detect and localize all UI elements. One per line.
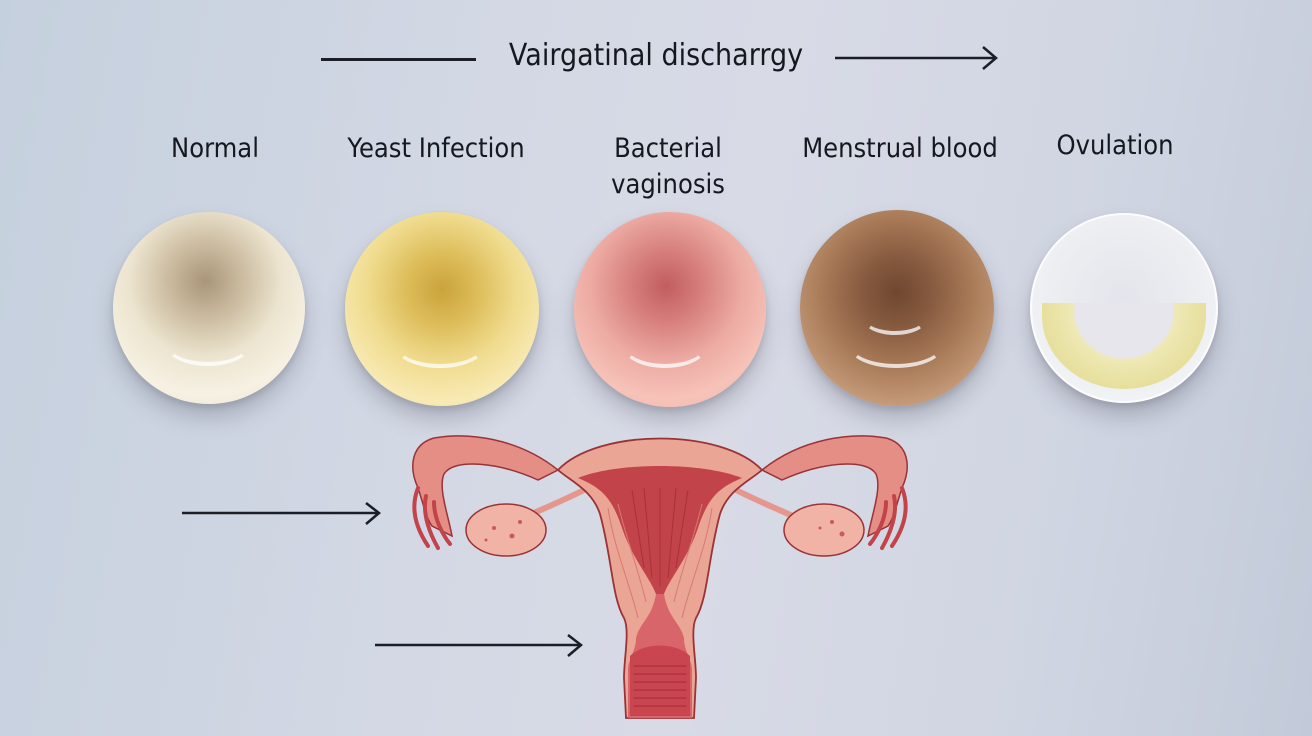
sample-yeast-infection xyxy=(345,212,539,406)
label-yeast-infection: Yeast Infection xyxy=(347,133,525,164)
sample-menstrual-blood xyxy=(800,210,994,406)
label-menstrual-blood: Menstrual blood xyxy=(802,133,998,164)
arrow-right-icon xyxy=(835,44,1000,76)
label-line-1: Bacterial xyxy=(614,133,722,164)
highlight xyxy=(395,324,485,368)
label-ovulation: Ovulation xyxy=(1056,130,1174,161)
highlight xyxy=(622,322,708,368)
title-left-line xyxy=(321,58,476,61)
page-title: Vairgatinal discharrgy xyxy=(508,38,804,73)
label-normal: Normal xyxy=(171,133,259,164)
sample-normal xyxy=(113,212,305,404)
highlight xyxy=(848,322,944,368)
arrow-right-icon xyxy=(182,500,384,532)
uterus-illustration xyxy=(408,418,912,732)
label-bacterial-vaginosis: Bacterial vaginosis xyxy=(587,131,749,203)
highlight xyxy=(165,322,251,366)
arrow-right-icon xyxy=(375,632,585,664)
sample-bacterial-vaginosis xyxy=(574,212,766,407)
ovulation-fluid xyxy=(1042,303,1206,389)
sample-ovulation xyxy=(1030,213,1218,403)
label-line-2: vaginosis xyxy=(611,169,725,200)
